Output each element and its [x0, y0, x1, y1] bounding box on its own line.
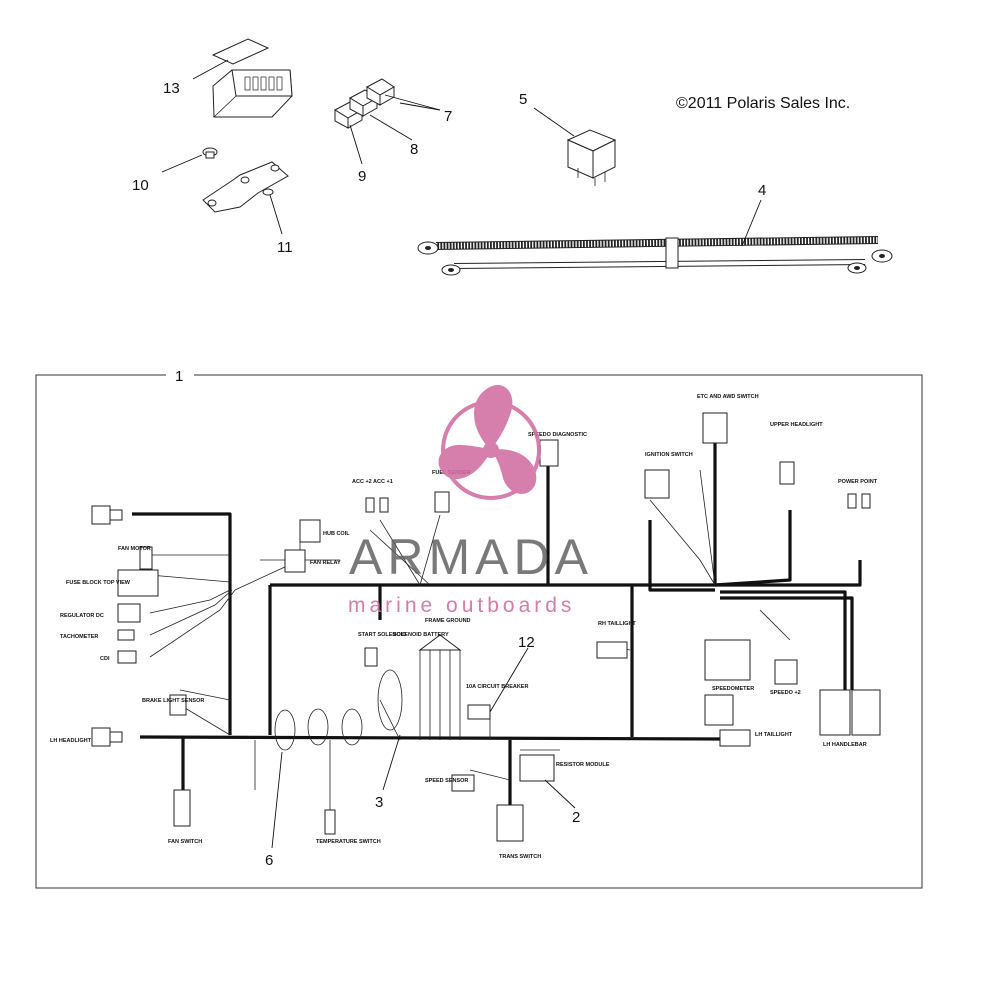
connector-trans-switch	[496, 804, 524, 842]
svg-text:BRAKE LIGHT SENSOR: BRAKE LIGHT SENSOR	[142, 698, 204, 704]
connector-start-solenoid	[364, 647, 378, 667]
parts-7-8-9-fuses	[333, 78, 395, 129]
svg-text:FAN MOTOR: FAN MOTOR	[118, 546, 151, 552]
connector-fuse-block	[117, 569, 159, 597]
svg-text:SPEEDO DIAGNOSTIC: SPEEDO DIAGNOSTIC	[528, 432, 587, 438]
connector-frame-ground	[418, 634, 462, 651]
connector-cdi	[117, 650, 137, 664]
part-10-screw	[202, 147, 218, 159]
svg-text:TEMPERATURE SWITCH: TEMPERATURE SWITCH	[316, 839, 381, 845]
connector-rh-taillight	[596, 641, 628, 659]
callout-12: 12	[518, 634, 535, 651]
svg-text:LH TAILLIGHT: LH TAILLIGHT	[755, 732, 793, 738]
main-harness-trunks	[132, 440, 862, 805]
connector-fuel-sender	[434, 491, 450, 513]
callout-1: 1	[175, 368, 183, 385]
svg-text:ETC AND AWD SWITCH: ETC AND AWD SWITCH	[697, 394, 759, 400]
svg-text:SPEED SENSOR: SPEED SENSOR	[425, 778, 468, 784]
connector-etc-awd-switch	[702, 412, 728, 444]
watermark-brand: ARMADA	[349, 529, 593, 585]
part-6-wire-clips	[274, 708, 363, 751]
branch-wires	[149, 469, 791, 810]
callout-9: 9	[358, 168, 366, 185]
part-5-relay	[566, 129, 617, 186]
connector-fan-motor	[139, 546, 153, 570]
connector-hub-coil	[299, 519, 321, 543]
callout-7: 7	[444, 108, 452, 125]
connector-lh-headlight	[91, 727, 123, 747]
part-4-battery-cables	[417, 236, 893, 276]
svg-text:IGNITION SWITCH: IGNITION SWITCH	[645, 452, 693, 458]
svg-text:CDI: CDI	[100, 656, 110, 662]
svg-text:LH HEADLIGHT: LH HEADLIGHT	[50, 738, 92, 744]
svg-text:POWER POINT: POWER POINT	[838, 479, 878, 485]
svg-text:LH HANDLEBAR: LH HANDLEBAR	[823, 742, 867, 748]
svg-text:ACC +2 ACC +1: ACC +2 ACC +1	[352, 479, 393, 485]
svg-text:FUSE BLOCK TOP VIEW: FUSE BLOCK TOP VIEW	[66, 580, 131, 586]
connector-temperature-switch	[324, 809, 336, 835]
callout-6: 6	[265, 852, 273, 869]
part-11-mounting-bracket	[202, 161, 289, 213]
connector-acc	[365, 497, 389, 513]
svg-text:SPEEDO +2: SPEEDO +2	[770, 690, 801, 696]
svg-text:FAN RELAY: FAN RELAY	[310, 560, 341, 566]
callout-2: 2	[572, 809, 580, 826]
svg-text:TRANS SWITCH: TRANS SWITCH	[499, 854, 541, 860]
connector-upper-left	[91, 505, 123, 525]
svg-text:HUB COIL: HUB COIL	[323, 531, 350, 537]
svg-text:RESISTOR MODULE: RESISTOR MODULE	[556, 762, 610, 768]
watermark-tagline: marine outboards	[348, 594, 575, 617]
svg-text:FRAME GROUND: FRAME GROUND	[425, 618, 471, 624]
svg-text:FAN SWITCH: FAN SWITCH	[168, 839, 202, 845]
part-3-cable-ties	[377, 669, 403, 731]
copyright-notice: ©2011 Polaris Sales Inc.	[676, 95, 850, 112]
callout-13: 13	[163, 80, 180, 97]
connector-speedo-2	[774, 659, 798, 685]
harness-assembly-frame	[35, 374, 923, 889]
connector-regulator	[117, 603, 141, 623]
svg-text:10A CIRCUIT BREAKER: 10A CIRCUIT BREAKER	[466, 684, 528, 690]
connector-speedometer	[704, 639, 751, 726]
component-labels: SPEEDO DIAGNOSTIC ETC AND AWD SWITCH UPP…	[50, 394, 878, 860]
callout-8: 8	[410, 141, 418, 158]
svg-text:UPPER HEADLIGHT: UPPER HEADLIGHT	[770, 422, 823, 428]
connector-fan-switch	[173, 789, 191, 827]
callout-4: 4	[758, 182, 766, 199]
callout-10: 10	[132, 177, 149, 194]
connector-resistor-module	[519, 754, 555, 782]
connector-fan-relay	[284, 549, 306, 573]
connector-power-point	[847, 493, 871, 509]
connector-ignition-switch	[644, 469, 670, 499]
callout-3: 3	[375, 794, 383, 811]
svg-text:REGULATOR DC: REGULATOR DC	[60, 613, 104, 619]
svg-text:SOLENOID BATTERY: SOLENOID BATTERY	[393, 632, 449, 638]
connector-lh-handlebar	[819, 689, 881, 736]
part-13-fuse-block-cover	[211, 38, 293, 118]
connector-lh-taillight	[719, 729, 751, 747]
armada-logo-icon	[438, 385, 541, 500]
connector-speed-sensor	[451, 774, 475, 792]
callout-5: 5	[519, 91, 527, 108]
svg-text:RH TAILLIGHT: RH TAILLIGHT	[598, 621, 636, 627]
connector-tachometer	[117, 629, 135, 641]
svg-text:TACHOMETER: TACHOMETER	[60, 634, 98, 640]
svg-text:SPEEDOMETER: SPEEDOMETER	[712, 686, 754, 692]
callout-11: 11	[277, 239, 293, 256]
svg-text:START SOLENOID: START SOLENOID	[358, 632, 406, 638]
connector-speedo-diagnostic	[539, 439, 559, 467]
connector-brake-light-sensor	[169, 694, 187, 716]
connector-upper-headlight	[779, 461, 795, 485]
connector-circuit-breaker	[467, 704, 491, 720]
